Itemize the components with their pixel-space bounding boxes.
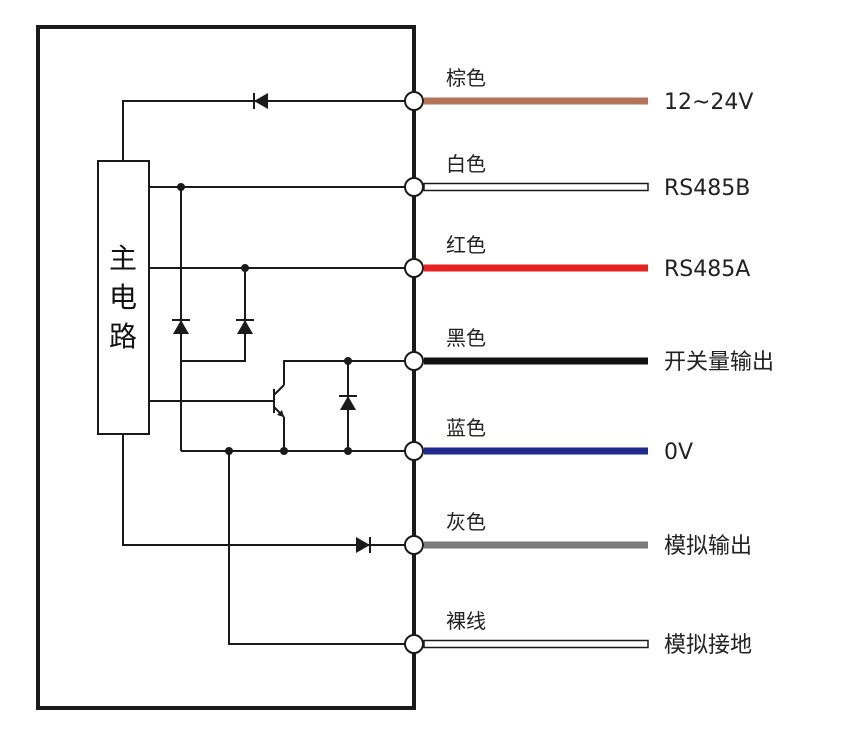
wire-1-signal-label: RS485B xyxy=(664,176,750,201)
transistor-emitter-arrow xyxy=(277,410,284,417)
junction-dot xyxy=(225,447,233,455)
wire-4-line xyxy=(424,447,648,455)
supply-diode xyxy=(253,93,268,109)
junction-dot xyxy=(344,357,352,365)
wire-2-line xyxy=(424,264,648,272)
main-circuit-char-2: 电 xyxy=(109,281,137,314)
rs485a-protect-branch xyxy=(181,268,246,362)
wire-5-line xyxy=(424,541,648,549)
wire-6-line xyxy=(423,639,649,649)
wire-3-color-label: 黑色 xyxy=(446,326,486,350)
wire-1-color-label: 白色 xyxy=(446,152,486,176)
junction-dot xyxy=(177,183,185,191)
switch-output-line xyxy=(283,360,405,385)
main-circuit-block xyxy=(97,160,150,435)
sensor-enclosure xyxy=(36,25,416,710)
wire-6-signal-label: 模拟接地 xyxy=(664,633,752,658)
wire-5-terminal xyxy=(404,535,424,555)
wire-3-line xyxy=(424,357,648,365)
wire-2-color-label: 红色 xyxy=(446,233,486,257)
wire-4-signal-label: 0V xyxy=(664,440,693,465)
rs485a-diode xyxy=(236,319,254,334)
wire-3-terminal xyxy=(404,351,424,371)
wire-0-signal-label: 12~24V xyxy=(664,90,753,115)
wire-6-terminal xyxy=(404,634,424,654)
wire-4-color-label: 蓝色 xyxy=(446,416,486,440)
supply-line xyxy=(122,100,405,161)
wire-1-terminal xyxy=(404,177,424,197)
rs485a-diode-icon xyxy=(237,320,253,334)
wire-0-line xyxy=(424,97,648,105)
junction-dot xyxy=(241,264,249,272)
analog-ground-line xyxy=(228,451,405,645)
wire-2-signal-label: RS485A xyxy=(664,257,750,282)
transistor-collector xyxy=(273,384,285,396)
wire-4-terminal xyxy=(404,441,424,461)
wire-5-signal-label: 模拟输出 xyxy=(664,534,752,559)
junction-dots xyxy=(177,183,352,455)
wire-0-color-label: 棕色 xyxy=(446,66,486,90)
internal-wiring xyxy=(122,100,405,645)
supply-diode-icon xyxy=(254,93,268,109)
junction-dot xyxy=(344,447,352,455)
wire-2-terminal xyxy=(404,258,424,278)
rs485b-diode-icon xyxy=(173,320,189,334)
clamp-diode-icon xyxy=(340,396,356,410)
main-circuit-char-1: 主 xyxy=(109,242,137,275)
junction-dot xyxy=(280,447,288,455)
wire-5-color-label: 灰色 xyxy=(446,510,486,534)
wire-0-terminal xyxy=(404,91,424,111)
wire-1-line xyxy=(423,182,649,192)
clamp-diode xyxy=(339,395,357,410)
main-circuit-char-3: 路 xyxy=(109,320,137,353)
analog-output-line xyxy=(122,434,405,546)
wire-3-signal-label: 开关量输出 xyxy=(664,350,774,375)
analog-output-diode xyxy=(356,537,371,553)
analog-output-diode-icon xyxy=(356,537,370,553)
wire-6-color-label: 裸线 xyxy=(446,609,486,633)
rs485b-diode xyxy=(172,319,190,334)
